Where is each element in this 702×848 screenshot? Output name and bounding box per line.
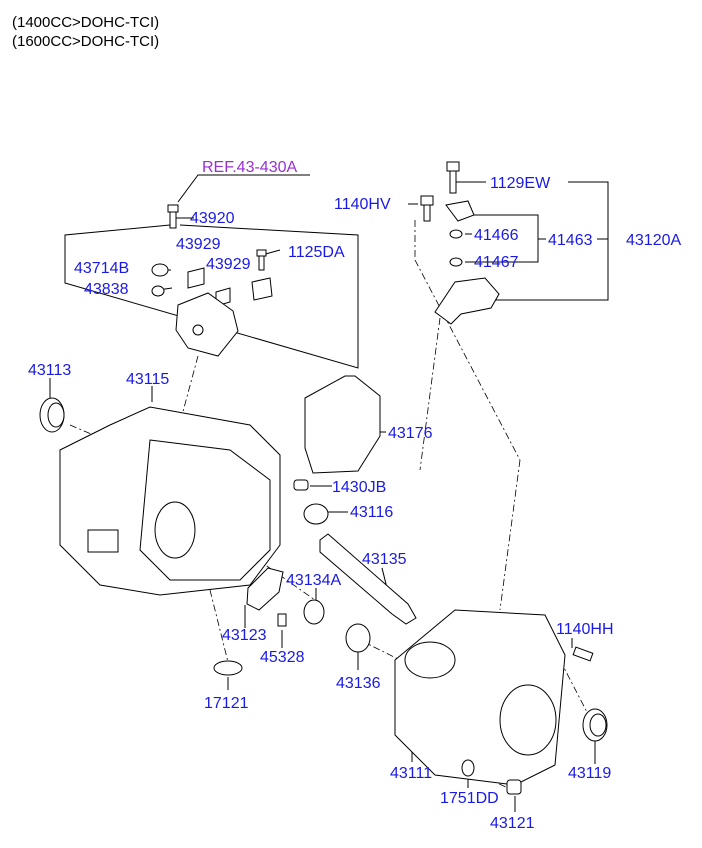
label-43135: 43135 (362, 551, 407, 568)
label-1430jb: 1430JB (332, 479, 386, 496)
label-43121: 43121 (490, 815, 535, 832)
label-43136: 43136 (336, 675, 381, 692)
leader-lines (49, 174, 609, 812)
label-41467: 41467 (474, 254, 519, 271)
clip-43929-a (187, 267, 205, 289)
label-43115: 43115 (126, 371, 169, 388)
bolt-1140hh (572, 646, 594, 662)
bolt-1140hv (420, 195, 434, 222)
seal-43134a (303, 599, 325, 625)
label-1125da: 1125DA (288, 244, 345, 261)
bracket-43920 (175, 292, 239, 357)
bushing-43714b (151, 263, 169, 277)
bracket-43176 (304, 375, 381, 474)
label-41463: 41463 (548, 232, 593, 249)
label-43714b: 43714B (74, 260, 129, 277)
washer-41466 (449, 229, 463, 239)
label-43176: 43176 (388, 425, 433, 442)
seal-43113 (39, 397, 65, 433)
fork-43135 (319, 533, 417, 625)
label-43123: 43123 (222, 627, 267, 644)
label-17121: 17121 (204, 695, 249, 712)
disc-43136 (345, 623, 371, 653)
parts (39, 161, 608, 795)
header-line-1: (1400CC>DOHC-TCI) (12, 14, 160, 31)
label-1129ew: 1129EW (490, 175, 551, 192)
label-43113: 43113 (28, 362, 71, 379)
bolt-45328 (277, 613, 287, 627)
label-1751dd: 1751DD (440, 790, 499, 807)
plate-43116 (303, 503, 329, 525)
bolt-1129ew (446, 161, 460, 194)
label-43929-b: 43929 (206, 256, 251, 273)
seal-43119 (582, 708, 608, 742)
bolt-43920 (167, 204, 179, 229)
plug-43121 (506, 779, 522, 795)
label-43111: 43111 (390, 765, 432, 782)
bolt-1125da (251, 249, 273, 301)
label-1140hh: 1140HH (556, 621, 614, 638)
label-43920: 43920 (190, 210, 235, 227)
seal-17121 (213, 660, 243, 676)
label-1140hv: 1140HV (334, 196, 391, 213)
mount-43120a (434, 277, 500, 325)
seal-43838 (151, 285, 165, 297)
bracket-41463 (445, 200, 475, 222)
label-43119: 43119 (568, 765, 611, 782)
cover-43123 (246, 567, 284, 611)
label-43838: 43838 (84, 281, 129, 298)
label-43120a: 43120A (626, 232, 681, 249)
label-43929-a: 43929 (176, 236, 221, 253)
pin-1430jb (293, 479, 309, 491)
ring-1751dd (461, 759, 475, 777)
label-43116: 43116 (350, 504, 393, 521)
nut-41467 (449, 257, 463, 267)
label-41466: 41466 (474, 227, 519, 244)
label-43134a: 43134A (286, 572, 341, 589)
ref-label: REF.43-430A (202, 159, 297, 176)
header-line-2: (1600CC>DOHC-TCI) (12, 33, 160, 50)
label-45328: 45328 (260, 649, 305, 666)
